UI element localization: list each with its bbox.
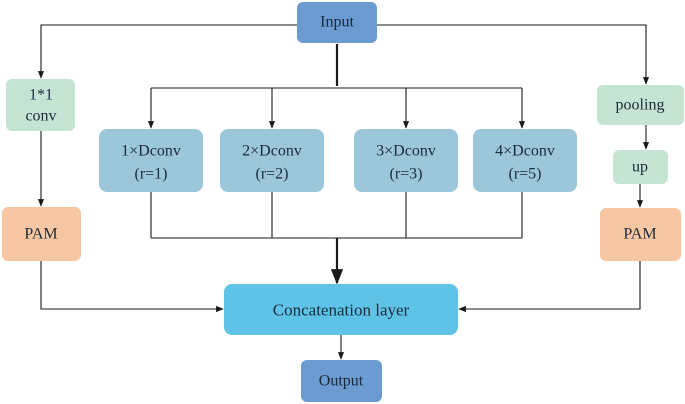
dconv3-label-line1: 3×Dconv [376, 143, 436, 160]
concat-label: Concatenation layer [273, 301, 410, 320]
dconv1-label-line1: 1×Dconv [121, 143, 181, 160]
pam-left-label: PAM [24, 226, 57, 243]
edge-pam-right-to-concat [458, 261, 641, 313]
dconv2-node: 2×Dconv (r=2) [220, 129, 324, 192]
dconv4-label-line2: (r=5) [508, 166, 541, 183]
conv1x1-label-line2: conv [25, 108, 56, 125]
dconv3-node: 3×Dconv (r=3) [354, 129, 458, 192]
pooling-node: pooling [597, 85, 684, 125]
dconv2-label-line2: (r=2) [255, 166, 288, 183]
pooling-label: pooling [616, 97, 665, 114]
input-label: Input [320, 14, 354, 31]
dconv2-label-line1: 2×Dconv [242, 143, 302, 160]
pam-right-node: PAM [600, 208, 681, 261]
dconv4-node: 4×Dconv (r=5) [473, 129, 577, 192]
dconv1-node: 1×Dconv (r=1) [99, 129, 203, 192]
output-node: Output [301, 360, 382, 402]
edge-input-to-pooling [377, 24, 650, 85]
dconv4-label-line1: 4×Dconv [495, 143, 555, 160]
dconv3-label-line2: (r=3) [389, 166, 422, 183]
conv1x1-label-line1: 1*1 [29, 87, 53, 104]
concat-node: Concatenation layer [224, 284, 458, 335]
up-node: up [613, 150, 668, 184]
edge-pam-left-to-concat [40, 261, 224, 313]
dconv1-label-line2: (r=1) [134, 166, 167, 183]
edge-input-to-conv1x1 [37, 24, 297, 79]
pam-left-node: PAM [2, 207, 81, 261]
input-node: Input [297, 2, 377, 43]
pam-right-label: PAM [623, 226, 656, 243]
conv1x1-node: 1*1 conv [6, 79, 75, 131]
output-label: Output [319, 373, 364, 390]
up-label: up [632, 159, 648, 176]
